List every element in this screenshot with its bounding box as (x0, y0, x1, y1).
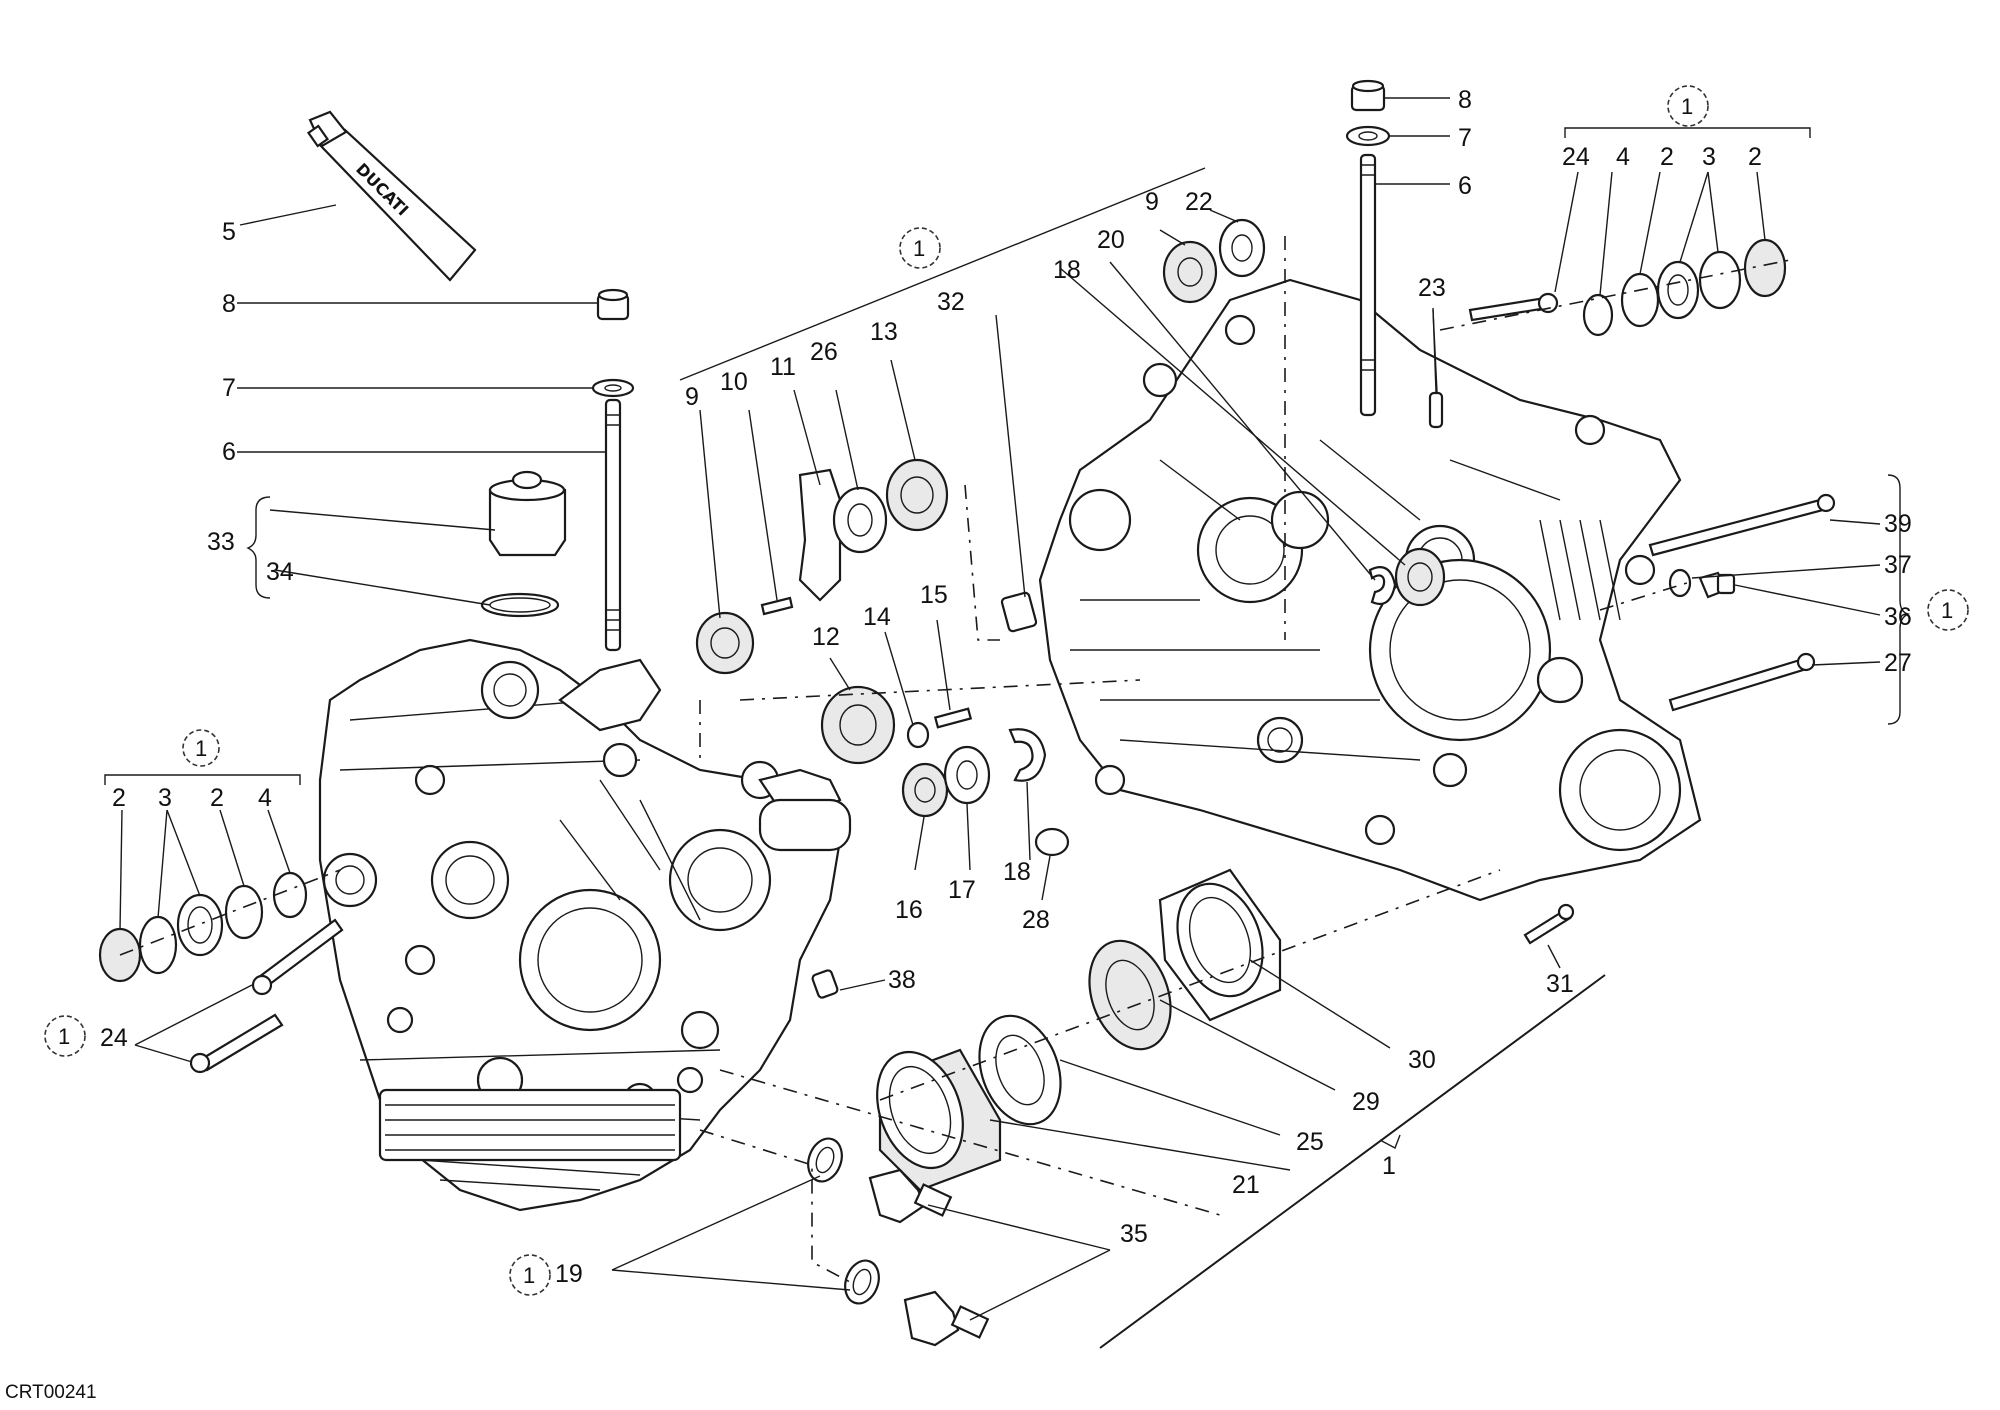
callout-32: 32 (937, 288, 965, 316)
main-bearings (876, 868, 1282, 1192)
callout-25: 25 (1296, 1128, 1324, 1156)
breather-cap (480, 470, 567, 618)
callout-29: 29 (1352, 1088, 1380, 1116)
callout-34: 34 (266, 558, 294, 586)
sealant-tube: DUCATI (306, 110, 477, 282)
callout-17: 17 (948, 876, 976, 904)
callout-2: 2 (1660, 143, 1674, 171)
ref-marker-text: 1 (1941, 598, 1953, 623)
ref-marker-top-right: 1 (1667, 85, 1709, 127)
center-bearing-group (695, 458, 1038, 675)
callout-16: 16 (895, 896, 923, 924)
callout-6: 6 (1458, 172, 1472, 200)
right-bearing-stack (1439, 238, 1791, 337)
ref-marker-text: 1 (523, 1263, 535, 1288)
callout-3: 3 (1702, 143, 1716, 171)
ref-marker-top-center: 1 (899, 227, 941, 269)
callout-24: 24 (100, 1024, 128, 1052)
callout-38: 38 (888, 966, 916, 994)
callout-9: 9 (685, 383, 699, 411)
callout-23: 23 (1418, 274, 1446, 302)
callout-1: 1 (1382, 1152, 1396, 1180)
ref-marker-right: 1 (1927, 589, 1969, 631)
callout-19: 19 (555, 1260, 583, 1288)
callout-8: 8 (222, 290, 236, 318)
drain-plugs (807, 1137, 990, 1347)
callout-2: 2 (1748, 143, 1762, 171)
callout-36: 36 (1884, 603, 1912, 631)
callout-33: 33 (207, 528, 235, 556)
callout-31: 31 (1546, 970, 1574, 998)
callout-18: 18 (1003, 858, 1031, 886)
callout-2: 2 (112, 784, 126, 812)
callout-18: 18 (1053, 256, 1081, 284)
left-stud-assembly (591, 288, 635, 652)
callout-22: 22 (1185, 188, 1213, 216)
callout-28: 28 (1022, 906, 1050, 934)
callout-4: 4 (1616, 143, 1630, 171)
callout-13: 13 (870, 318, 898, 346)
left-bearing-stack (98, 869, 341, 983)
left-crankcase-half (318, 638, 852, 1212)
ref-marker-plugs: 1 (509, 1254, 551, 1296)
right-top-bearings (1162, 218, 1446, 607)
callout-10: 10 (720, 368, 748, 396)
callout-8: 8 (1458, 86, 1472, 114)
callout-12: 12 (812, 623, 840, 651)
callout-21: 21 (1232, 1171, 1260, 1199)
callout-7: 7 (1458, 124, 1472, 152)
callout-24: 24 (1562, 143, 1590, 171)
callout-11: 11 (770, 353, 796, 381)
center-lower-group (820, 685, 1070, 857)
ref-marker-text: 1 (195, 736, 207, 761)
callout-26: 26 (810, 338, 838, 366)
callout-15: 15 (920, 581, 948, 609)
callout-39: 39 (1884, 510, 1912, 538)
callout-14: 14 (863, 603, 891, 631)
callout-27: 27 (1884, 649, 1912, 677)
callout-labels: 5 8 7 6 33 34 2 3 2 4 24 9 10 11 26 13 3… (100, 86, 1912, 1288)
right-stud-assembly (1345, 79, 1391, 417)
callout-37: 37 (1884, 551, 1912, 579)
callout-5: 5 (222, 218, 236, 246)
ref-marker-text: 1 (58, 1024, 70, 1049)
callout-30: 30 (1408, 1046, 1436, 1074)
callout-4: 4 (258, 784, 272, 812)
left-bolts (189, 918, 344, 1074)
callout-35: 35 (1120, 1220, 1148, 1248)
callout-20: 20 (1097, 226, 1125, 254)
figure-code: CRT00241 (5, 1382, 97, 1403)
callout-6: 6 (222, 438, 236, 466)
ref-marker-left-bracket: 1 (182, 729, 220, 767)
ref-marker-left-bolts: 1 (44, 1015, 86, 1057)
ref-marker-text: 1 (1681, 94, 1693, 119)
callout-7: 7 (222, 374, 236, 402)
callout-3: 3 (158, 784, 172, 812)
callout-9: 9 (1145, 188, 1159, 216)
right-side-fasteners (1523, 493, 1836, 945)
callout-2: 2 (210, 784, 224, 812)
ref-marker-text: 1 (913, 236, 925, 261)
